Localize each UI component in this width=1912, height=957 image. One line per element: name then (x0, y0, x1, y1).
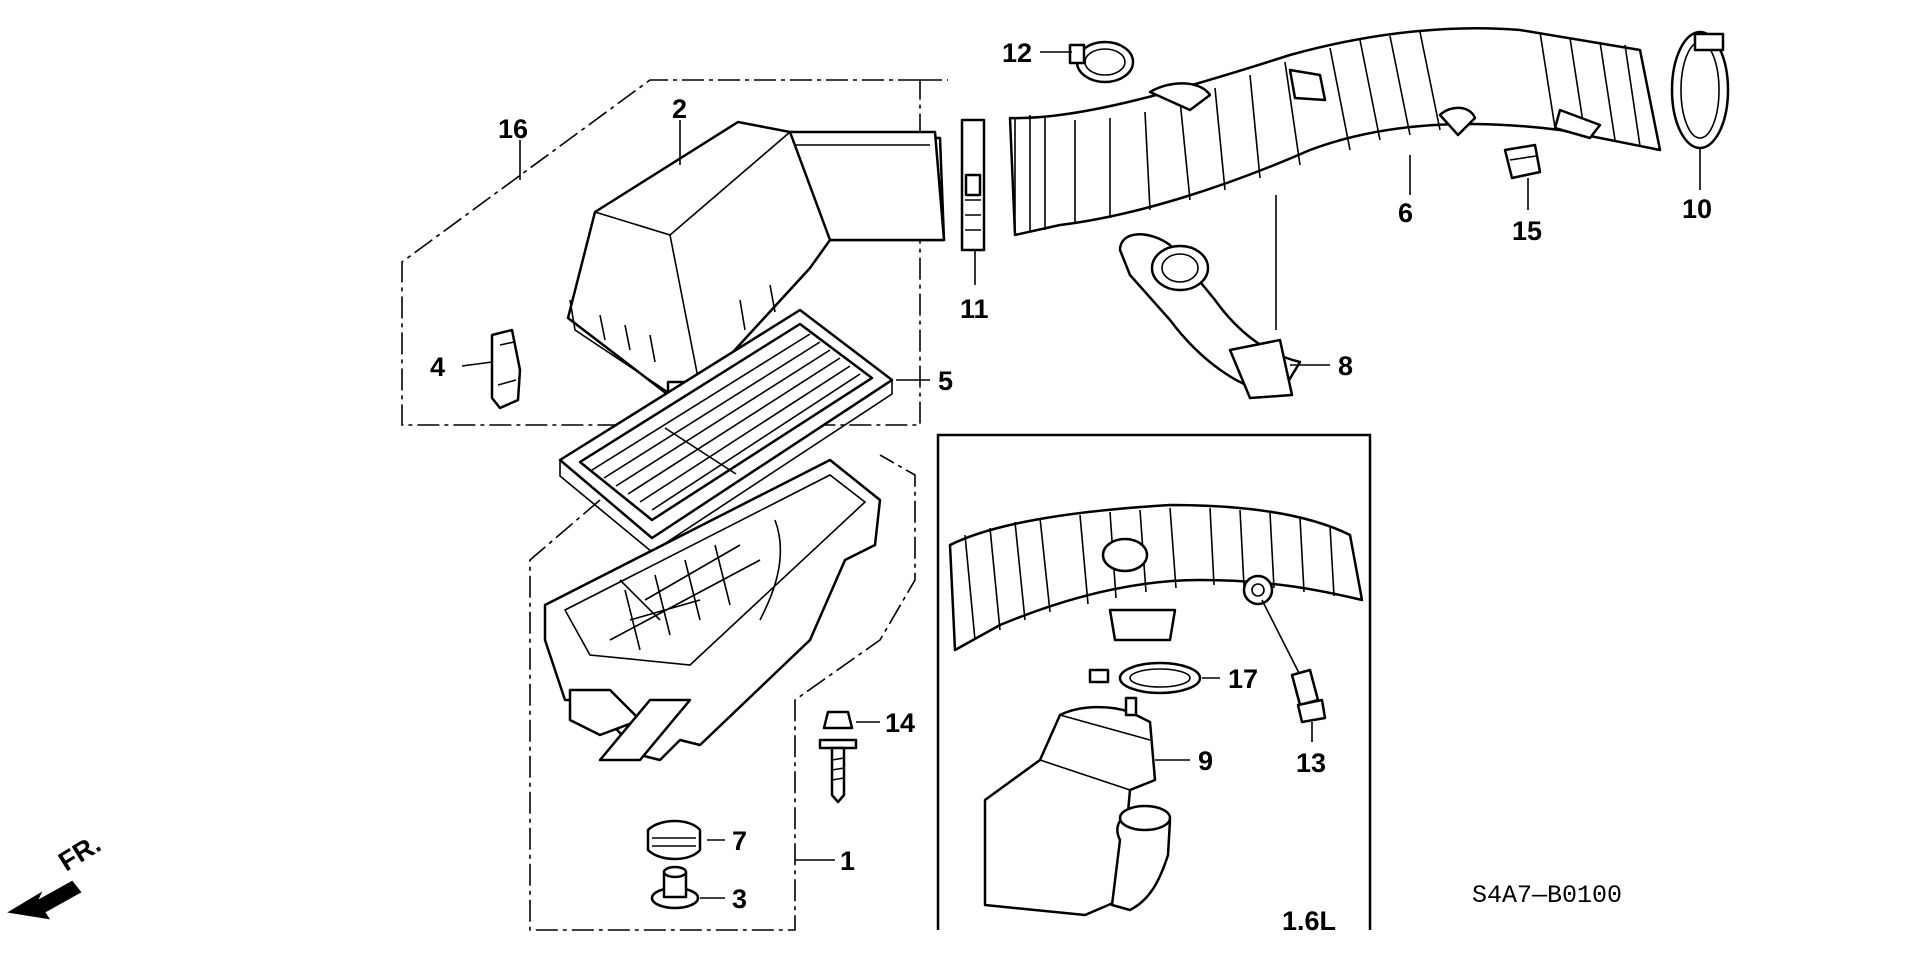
part-17-clamp (1088, 661, 1202, 695)
callout-16: 16 (498, 114, 528, 144)
callout-5: 5 (938, 366, 953, 396)
callout-1: 1 (840, 846, 855, 876)
part-12-clamp (1068, 40, 1135, 84)
inset-label: 1.6L (1282, 906, 1336, 936)
drawing-code: S4A7—B0100 (1472, 881, 1622, 910)
part-4-clip (490, 328, 522, 410)
callout-13: 13 (1296, 748, 1326, 778)
part-6-intake-tube (1008, 27, 1662, 237)
callout-14: 14 (885, 708, 915, 738)
part-8-resonator (1118, 195, 1302, 400)
callout-2: 2 (672, 94, 687, 124)
group-16-outline (401, 79, 921, 426)
part-14-bolt (818, 710, 858, 804)
group-1-outline (529, 454, 916, 931)
callout-9: 9 (1198, 746, 1213, 776)
part-11-band (960, 118, 986, 252)
callout-12: 12 (1002, 38, 1032, 68)
callout-labels: 16 2 4 5 6 8 10 15 12 11 7 3 14 17 9 13 … (430, 38, 1712, 914)
part-9-resonator (983, 696, 1172, 917)
leader-lines (461, 51, 1701, 899)
inset-intake-tube (948, 503, 1364, 652)
part-1-cleaner-housing (543, 458, 882, 762)
part-15-clip (1503, 143, 1542, 180)
front-direction-arrow: FR. (7, 829, 106, 920)
callout-15: 15 (1512, 216, 1542, 246)
callout-10: 10 (1682, 194, 1712, 224)
part-3-collar (650, 865, 700, 910)
callout-8: 8 (1338, 351, 1353, 381)
part-5-filter-element (558, 308, 894, 553)
callout-17: 17 (1228, 664, 1258, 694)
inset-1-6l-frame (936, 433, 1372, 930)
callout-6: 6 (1398, 198, 1413, 228)
direction-label: FR. (53, 829, 106, 877)
callout-7: 7 (732, 826, 747, 856)
part-7-spacer (646, 819, 702, 861)
part-13-sensor (1261, 599, 1327, 724)
callout-4: 4 (430, 352, 445, 382)
callout-11: 11 (960, 294, 989, 324)
part-10-clamp (1670, 30, 1730, 150)
callout-3: 3 (732, 884, 747, 914)
